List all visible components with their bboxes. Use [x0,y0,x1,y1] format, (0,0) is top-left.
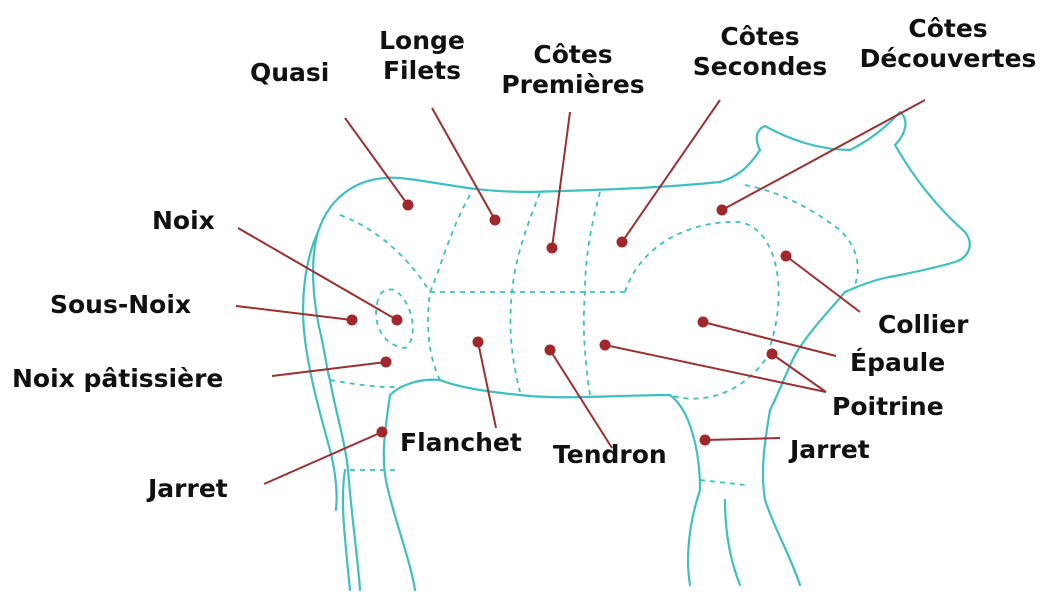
cut-dot-poitrine-a [600,340,611,351]
label-cotes-secondes: Côtes Secondes [690,22,830,82]
label-flanchet: Flanchet [400,428,522,458]
label-jarret-left: Jarret [148,474,228,504]
cut-dot-epaule [698,317,709,328]
leader-line-noix [238,228,397,320]
label-collier: Collier [878,310,969,340]
leader-line-jarret-right [705,438,780,440]
leader-line-cotes-decouvertes [722,100,925,210]
cut-dot-noix-patissiere [381,357,392,368]
label-cotes-premieres-line2: Premières [498,70,648,100]
cut-dot-cotes-secondes [617,237,628,248]
label-longe-line2: Filets [372,56,472,86]
leader-line-collier [786,256,860,312]
cut-dot-noix [392,315,403,326]
cut-dot-cotes-decouvertes [717,205,728,216]
cut-dot-longe-filets [490,215,501,226]
label-poitrine: Poitrine [832,392,944,422]
cut-dot-poitrine-b [767,349,778,360]
label-quasi: Quasi [250,58,329,88]
leader-line-cotes-secondes [622,100,720,242]
leader-line-tendron [550,350,612,448]
label-cotes-decouvertes-line1: Côtes [858,14,1038,44]
label-longe-filets: Longe Filets [372,26,472,86]
label-cotes-premieres: Côtes Premières [498,40,648,100]
label-cotes-decouvertes: Côtes Découvertes [858,14,1038,74]
leader-line-jarret-left [264,432,382,484]
label-epaule: Épaule [850,348,945,378]
label-cotes-decouvertes-line2: Découvertes [858,44,1038,74]
cut-dot-jarret-left [377,427,388,438]
leader-line-longe-filets [432,108,495,220]
leader-line-flanchet [478,342,496,428]
label-noix: Noix [152,206,215,236]
cut-dot-tendron [545,345,556,356]
label-longe-line1: Longe [372,26,472,56]
cut-dot-flanchet [473,337,484,348]
cut-dot-jarret-right [700,435,711,446]
leader-line-cotes-premieres [552,112,570,248]
leader-line-quasi [345,118,408,205]
cut-dot-sous-noix [347,315,358,326]
label-jarret-right: Jarret [790,435,870,465]
leader-line-sous-noix [236,306,352,320]
label-cotes-secondes-line1: Côtes [690,22,830,52]
label-sous-noix: Sous-Noix [50,290,191,320]
label-cotes-secondes-line2: Secondes [690,52,830,82]
cut-dot-quasi [403,200,414,211]
label-noix-patissiere: Noix pâtissière [12,364,223,394]
cut-dot-cotes-premieres [547,243,558,254]
label-cotes-premieres-line1: Côtes [498,40,648,70]
cut-dot-collier [781,251,792,262]
label-tendron: Tendron [553,440,667,470]
